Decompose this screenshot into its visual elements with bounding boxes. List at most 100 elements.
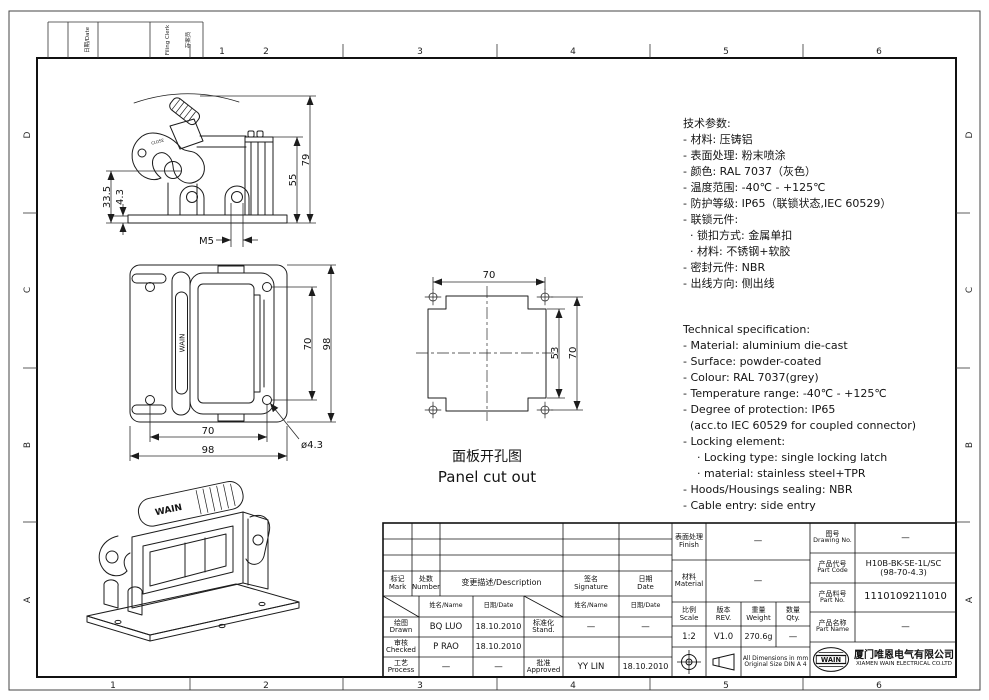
dimension-note: All Dimensions in mm Original Size DIN A… [742, 654, 809, 668]
svg-text:4: 4 [570, 47, 576, 57]
tech-params-cn-title: 技术参数: [683, 117, 731, 130]
panel-caption-cn: 面板开孔图 [452, 449, 522, 465]
dim-55: 55 [288, 174, 299, 187]
role-process: 工艺 Process [387, 658, 415, 674]
svg-text:D: D [965, 131, 975, 138]
iso-brand-label: WAIN [154, 503, 183, 518]
svg-text:C: C [965, 287, 975, 293]
front-brand-label: WAIN [179, 334, 187, 353]
svg-text:1: 1 [219, 47, 225, 57]
title-block: 标记 Mark 处数 Number 变更描述/Description 签名 Si… [383, 523, 956, 677]
rev-value: V1.0 [713, 631, 734, 642]
process-date: — [494, 661, 503, 672]
part-name-value: — [901, 621, 910, 632]
role-approved: 批准 Approved [526, 658, 561, 674]
sig-name2-header: 姓名/Name [574, 602, 608, 610]
process-name: — [441, 661, 451, 672]
dim-33-5: 33.5 [102, 186, 113, 208]
dim-front-hole: ø4.3 [301, 440, 323, 451]
tech-spec-en: Technical specification: - Material: alu… [683, 322, 958, 514]
drawn-name: BQ LUO [429, 621, 463, 632]
stamp-date-label: 日期/Date [84, 26, 91, 53]
svg-text:2: 2 [263, 681, 269, 691]
role-standardized: 标准化 Stand. [532, 618, 555, 634]
checked-date: 18.10.2010 [475, 641, 522, 651]
panel-caption-en: Panel cut out [438, 468, 536, 486]
stand-date: — [641, 621, 650, 632]
dim-m5: M5 [199, 236, 214, 247]
dim-panel-53: 53 [550, 347, 561, 360]
title-block-grid [382, 522, 957, 678]
svg-text:3: 3 [417, 47, 423, 57]
dim-front-70h: 70 [202, 426, 215, 437]
sig-date2-header: 日期/Date [630, 602, 661, 610]
part-no-label: 产品料号 Part No. [818, 589, 847, 604]
sig-date-header: 日期/Date [483, 602, 514, 610]
tech-params-cn: 技术参数: - 材料: 压铸铝 - 表面处理: 粉末喷涂 - 颜色: RAL 7… [683, 116, 958, 292]
svg-text:B: B [23, 442, 33, 448]
stamp-clerk-cn-label: 存案员 [184, 31, 192, 48]
svg-text:6: 6 [876, 681, 882, 691]
svg-text:3: 3 [417, 681, 423, 691]
approved-date: 18.10.2010 [622, 661, 669, 671]
company-name-en: XIAMEN WAIN ELECTRICAL CO.LTD [856, 660, 952, 667]
dim-79: 79 [301, 154, 312, 167]
svg-text:4: 4 [570, 681, 576, 691]
svg-text:WAIN: WAIN [821, 656, 841, 664]
stamp-clerk-en-label: Filing Clerk [165, 24, 171, 55]
svg-text:A: A [23, 596, 33, 603]
finish-label: 表面处理 Finish [675, 533, 703, 549]
svg-text:C: C [23, 287, 33, 293]
role-drawn: 绘图 Drawn [389, 618, 413, 634]
svg-text:6: 6 [876, 47, 882, 57]
material-label: 材料 Material [674, 572, 704, 588]
dim-4-3: 4.3 [115, 189, 126, 205]
svg-text:5: 5 [723, 47, 729, 57]
projection-symbol-cone-icon [706, 647, 741, 677]
projection-symbol-target-icon [672, 647, 706, 677]
qty-label: 数量 Qty. [786, 606, 800, 622]
rev-col-number: 处数 Number [411, 575, 441, 591]
weight-label: 重量 Weight [746, 606, 771, 622]
view-panel-cutout: 70 53 70 面板开孔图 Panel cut out [416, 270, 583, 486]
stand-name: — [586, 621, 596, 632]
qty-value: — [788, 631, 798, 642]
svg-text:2: 2 [263, 47, 269, 57]
rev-col-date: 日期 Date [637, 575, 654, 591]
rev-col-mark: 标记 Mark [388, 575, 407, 591]
drawn-date: 18.10.2010 [475, 621, 522, 631]
part-no-value: 1110109211010 [864, 591, 947, 603]
company-name-cn: 厦门唯恩电气有限公司 [854, 650, 954, 662]
role-checked: 审核 Checked [385, 638, 417, 654]
dim-front-70v: 70 [303, 338, 314, 351]
lever-close-label: CLOSE [151, 137, 165, 146]
drawing-no-label: 图号 Drawing No. [813, 530, 852, 545]
scale-label: 比例 Scale [679, 606, 699, 622]
weight-value: 270.6g [744, 631, 773, 641]
part-name-label: 产品名称 Part Name [815, 619, 849, 634]
zone-numbers: 1 2 3 4 5 6 1 2 3 4 5 6 [110, 47, 882, 691]
tech-spec-en-title: Technical specification: [683, 323, 811, 336]
rev-col-description: 变更描述/Description [461, 578, 542, 588]
dim-front-98v: 98 [322, 338, 333, 351]
svg-text:A: A [965, 596, 975, 603]
zone-letters: D C B A D C B A [23, 131, 975, 603]
svg-text:5: 5 [723, 681, 729, 691]
rev-col-signature: 签名 Signature [574, 575, 608, 591]
panel-holes [424, 288, 554, 419]
scale-value: 1:2 [682, 631, 696, 642]
sig-name-header: 姓名/Name [429, 602, 463, 610]
drawing-no-value: — [901, 532, 910, 543]
front-dimensions: 70 98 70 98 ø4.3 [129, 264, 336, 461]
svg-text:D: D [23, 131, 33, 138]
company-cell: WAIN 厦门唯恩电气有限公司 XIAMEN WAIN ELECTRICAL C… [810, 642, 956, 677]
svg-text:1: 1 [110, 681, 116, 691]
finish-value: — [753, 536, 763, 547]
dim-panel-70-top: 70 [483, 270, 496, 281]
rev-label: 版本 REV. [715, 606, 732, 622]
side-dimensions: 79 55 33.5 4.3 M5 [102, 95, 316, 247]
view-side: CLOSE [102, 93, 316, 247]
view-front: WAIN 70 98 70 98 ø4.3 [129, 264, 336, 461]
